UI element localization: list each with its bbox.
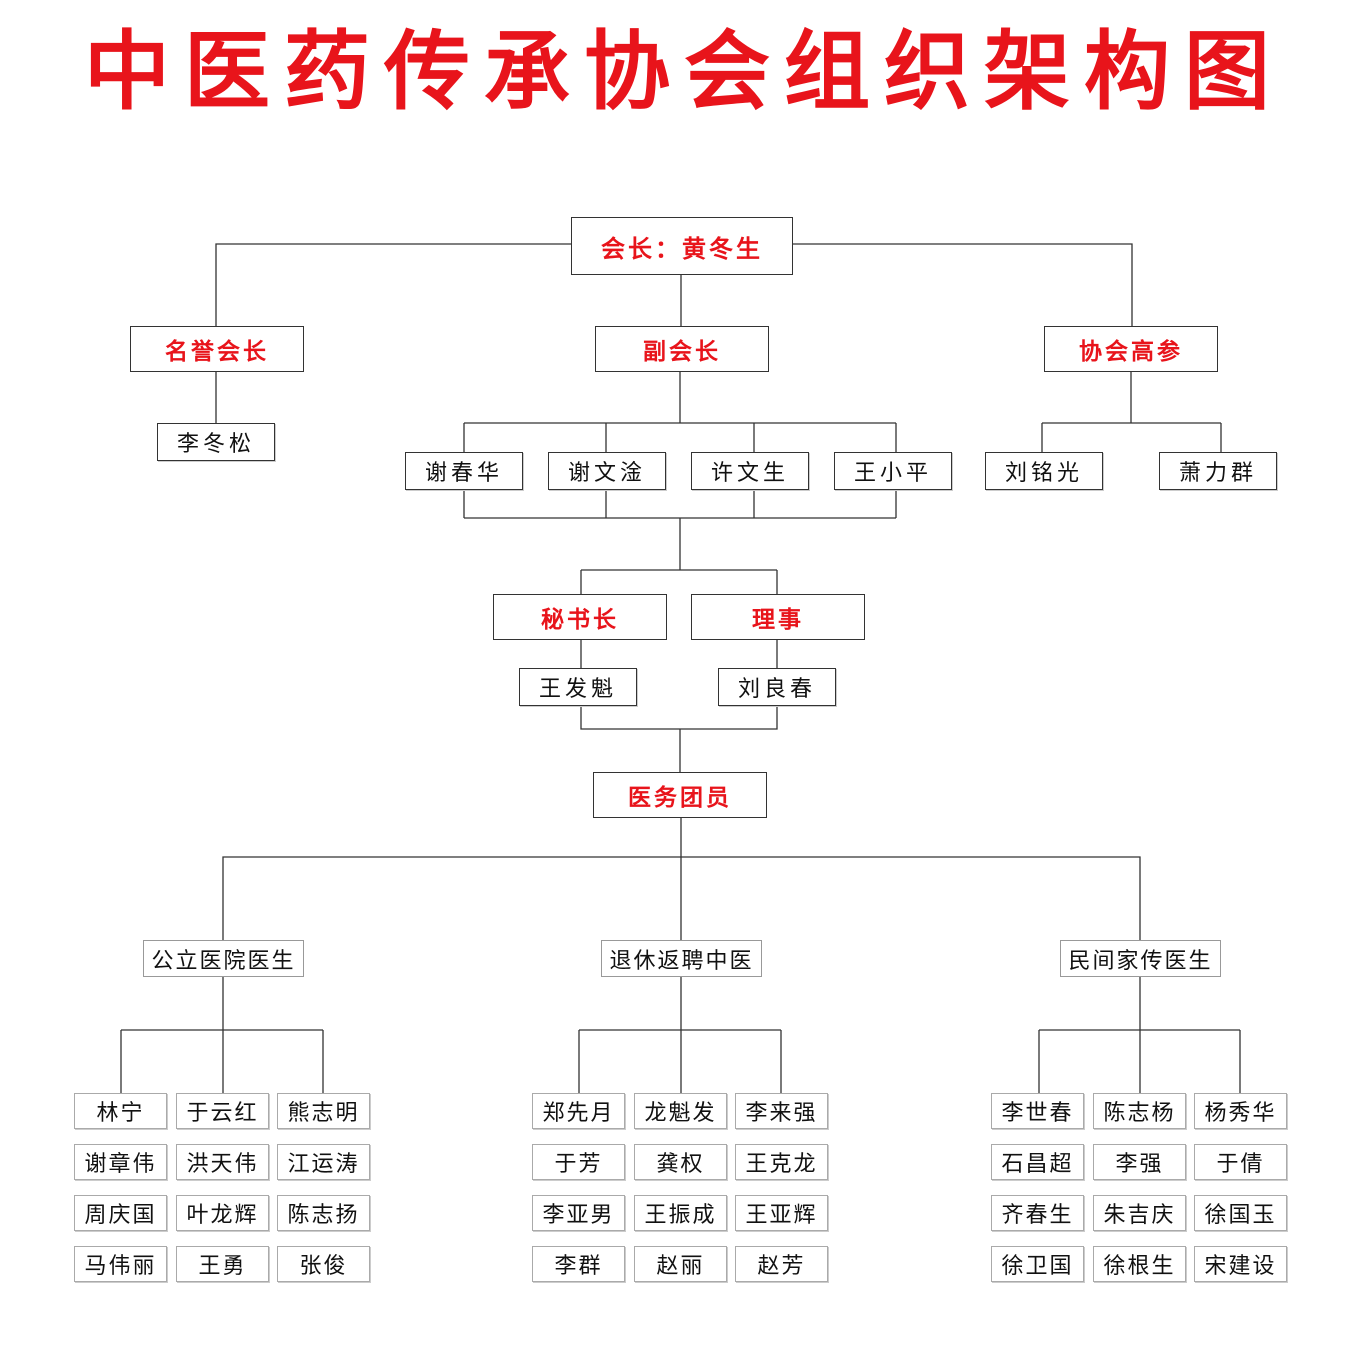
group-member: 李世春 [991, 1093, 1084, 1129]
group-member: 谢章伟 [74, 1144, 167, 1180]
group-member: 洪天伟 [176, 1144, 269, 1180]
secretary-general-label: 秘书长 [493, 594, 667, 640]
directors-label: 理事 [691, 594, 865, 640]
group-member: 熊志明 [277, 1093, 370, 1129]
president-box: 会长：黄冬生 [571, 217, 793, 275]
group-public-hospital: 公立医院医生 [143, 940, 304, 977]
group-member: 马伟丽 [74, 1246, 167, 1282]
group-member: 王克龙 [735, 1144, 828, 1180]
vice-member: 许文生 [691, 452, 809, 490]
group-member: 徐根生 [1093, 1246, 1186, 1282]
vice-member: 谢春华 [405, 452, 523, 490]
group-member: 于芳 [532, 1144, 625, 1180]
group-member: 赵丽 [634, 1246, 727, 1282]
group-member: 宋建设 [1194, 1246, 1287, 1282]
group-member: 于倩 [1194, 1144, 1287, 1180]
group-member: 陈志扬 [277, 1195, 370, 1231]
group-folk-family: 民间家传医生 [1060, 940, 1221, 977]
advisor-member: 萧力群 [1159, 452, 1277, 490]
group-member: 周庆国 [74, 1195, 167, 1231]
group-member: 杨秀华 [1194, 1093, 1287, 1129]
vice-president-label: 副会长 [595, 326, 769, 372]
group-member: 齐春生 [991, 1195, 1084, 1231]
group-member: 叶龙辉 [176, 1195, 269, 1231]
group-member: 陈志杨 [1093, 1093, 1186, 1129]
secretary-member: 王发魁 [519, 668, 637, 706]
group-member: 王振成 [634, 1195, 727, 1231]
group-member: 赵芳 [735, 1246, 828, 1282]
group-member: 朱吉庆 [1093, 1195, 1186, 1231]
director-member: 刘良春 [718, 668, 836, 706]
group-member: 徐国玉 [1194, 1195, 1287, 1231]
group-member: 李亚男 [532, 1195, 625, 1231]
medical-team-label: 医务团员 [593, 772, 767, 818]
group-member: 王勇 [176, 1246, 269, 1282]
advisor-member: 刘铭光 [985, 452, 1103, 490]
group-member: 龙魁发 [634, 1093, 727, 1129]
group-retired-rehired: 退休返聘中医 [601, 940, 762, 977]
group-member: 李群 [532, 1246, 625, 1282]
group-member: 张俊 [277, 1246, 370, 1282]
group-member: 王亚辉 [735, 1195, 828, 1231]
advisors-label: 协会高参 [1044, 326, 1218, 372]
honorary-president-label: 名誉会长 [130, 326, 304, 372]
group-member: 石昌超 [991, 1144, 1084, 1180]
group-member: 徐卫国 [991, 1246, 1084, 1282]
group-member: 于云红 [176, 1093, 269, 1129]
group-member: 龚权 [634, 1144, 727, 1180]
group-member: 林宁 [74, 1093, 167, 1129]
vice-member: 谢文淦 [548, 452, 666, 490]
group-member: 李强 [1093, 1144, 1186, 1180]
group-member: 李来强 [735, 1093, 828, 1129]
honorary-member: 李冬松 [157, 423, 275, 461]
group-member: 江运涛 [277, 1144, 370, 1180]
group-member: 郑先月 [532, 1093, 625, 1129]
vice-member: 王小平 [834, 452, 952, 490]
page-title: 中医药传承协会组织架构图 [84, 22, 1284, 122]
